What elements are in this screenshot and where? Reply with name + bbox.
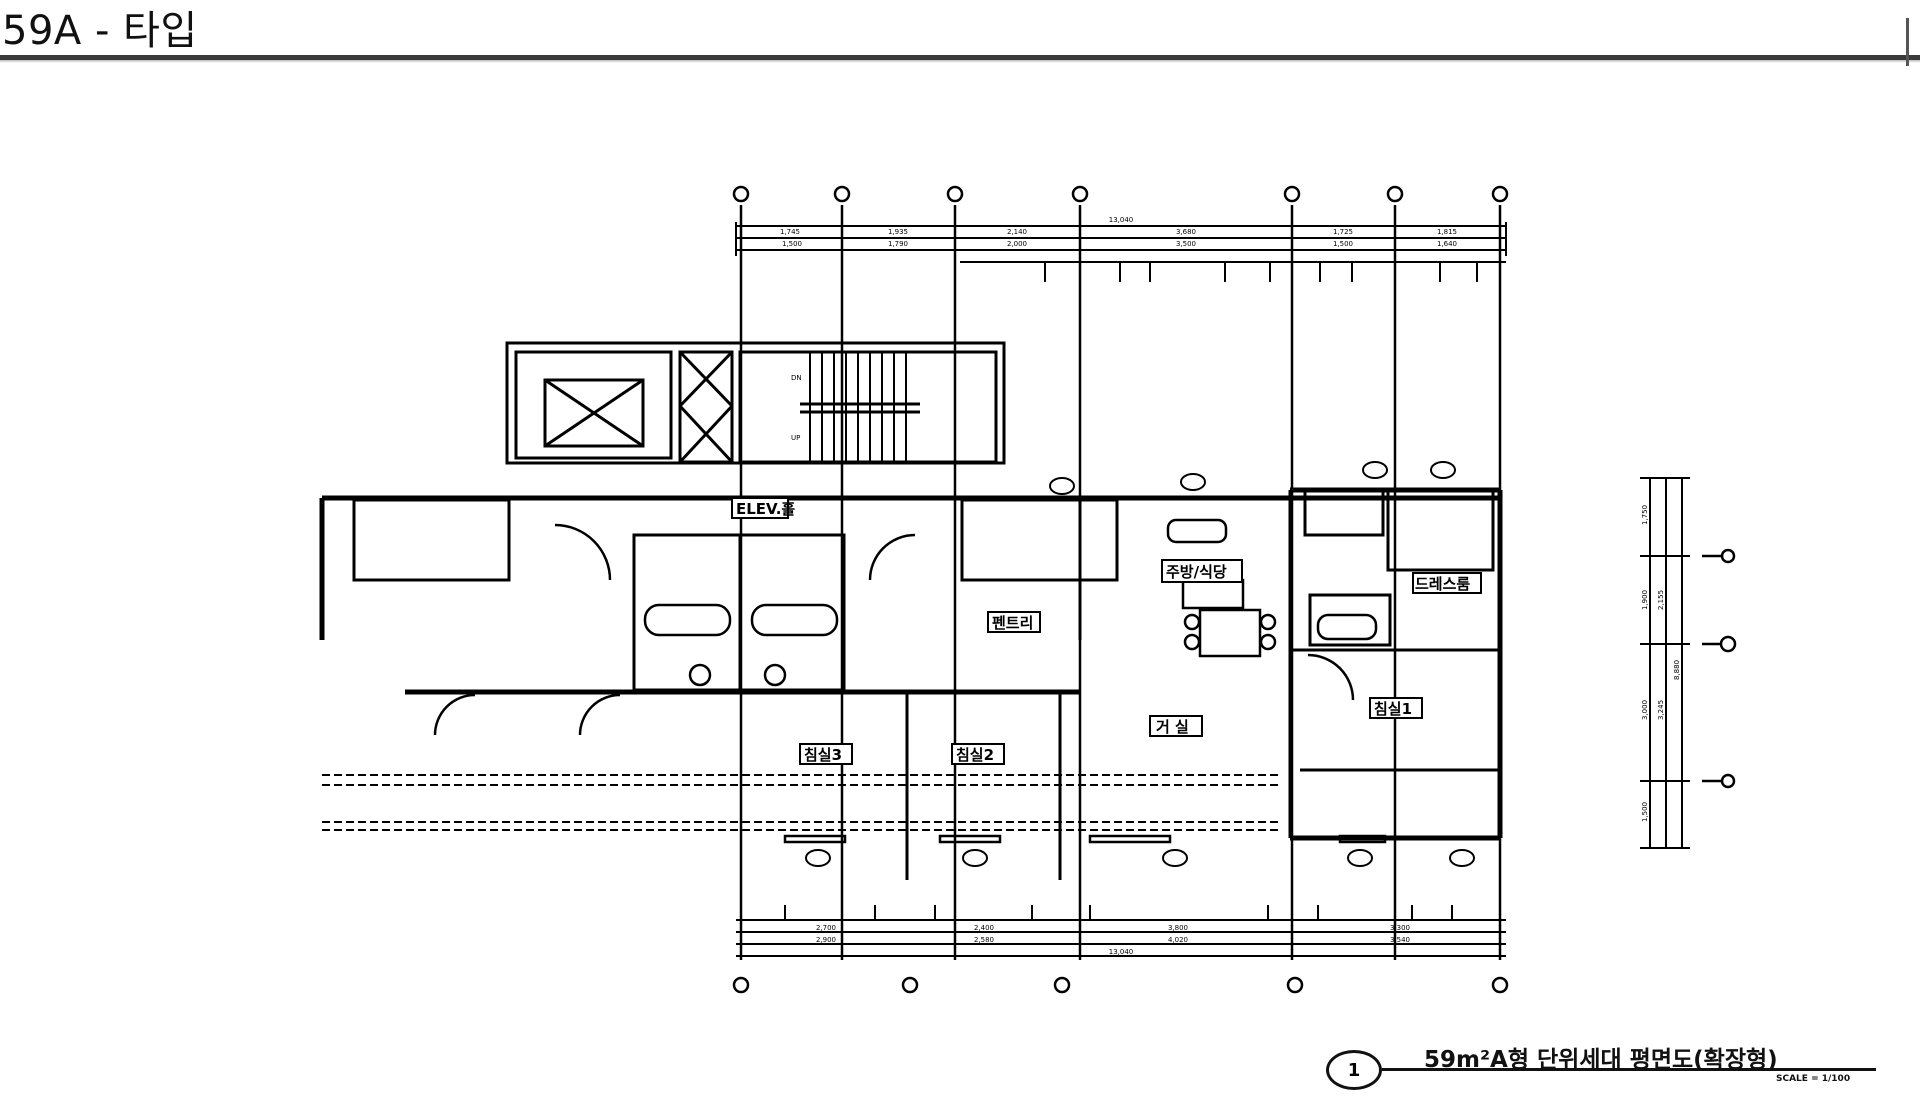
grid-bubbles-right <box>1702 548 1737 789</box>
room-bedroom1: 침실1 <box>1374 700 1412 718</box>
grid-bubbles-bottom <box>732 976 1509 994</box>
dim-right-b2: 3,245 <box>1657 700 1665 720</box>
right-dimension-texts: 1,750 1,900 3,000 1,500 2,155 3,245 8,88… <box>1641 505 1681 822</box>
dim-top-r1-6: 1,815 <box>1437 228 1457 236</box>
dimension-texts: 13,040 1,745 1,935 2,140 3,680 1,725 1,8… <box>780 216 1457 956</box>
dining-table <box>1183 608 1277 658</box>
room-bedroom2: 침실2 <box>956 746 994 764</box>
grid-bubbles-top <box>732 185 1509 203</box>
dim-right-2: 1,900 <box>1641 590 1649 610</box>
top-dimension-lines <box>735 222 1507 263</box>
dim-bot-r2-3: 4,020 <box>1168 936 1188 944</box>
dim-top-r1-5: 1,725 <box>1333 228 1353 236</box>
dim-top-r1-2: 1,935 <box>888 228 908 236</box>
core-block <box>505 341 1006 465</box>
stair-up: UP <box>791 434 800 442</box>
dim-top-r1-4: 3,680 <box>1176 228 1196 236</box>
dim-bot-r1-3: 3,800 <box>1168 924 1188 932</box>
right-dimension-lines <box>1640 477 1690 849</box>
dim-bot-r2-4: 3,540 <box>1390 936 1410 944</box>
dim-top-r2-5: 1,500 <box>1333 240 1353 248</box>
dim-bot-total: 13,040 <box>1109 948 1134 956</box>
room-kitchen: 주방/식당 <box>1166 563 1227 581</box>
bottom-dimension-ticks <box>784 905 1453 920</box>
bottom-dimension-lines <box>736 919 1506 957</box>
stair-labels: DN UP <box>791 374 802 442</box>
drawing-scale: SCALE = 1/100 <box>1776 1074 1851 1084</box>
dim-top-r2-4: 3,500 <box>1176 240 1196 248</box>
dim-bot-r1-1: 2,700 <box>816 924 836 932</box>
room-bedroom3: 침실3 <box>804 746 842 764</box>
edge-marker <box>1906 18 1909 66</box>
dim-top-total: 13,040 <box>1109 216 1134 224</box>
dim-bot-r1-2: 2,400 <box>974 924 994 932</box>
room-elev-hall: ELEV.홀 <box>736 500 795 518</box>
light-fixtures <box>805 461 1475 867</box>
drawing-caption-title: 59m²A형 단위세대 평면도(확장형) <box>1424 1047 1778 1073</box>
dim-right-total: 8,880 <box>1673 660 1681 680</box>
room-living: 거 실 <box>1156 718 1189 736</box>
room-labels: ELEV.홀 주방/식당 거 실 침실1 침실2 침실3 펜트리 드레스룸 <box>731 497 1482 765</box>
room-pantry: 펜트리 <box>992 614 1033 632</box>
dim-top-r1-3: 2,140 <box>1007 228 1027 236</box>
dim-bot-r1-4: 3,300 <box>1390 924 1410 932</box>
door-swings <box>433 523 1355 736</box>
dim-bot-r2-1: 2,900 <box>816 936 836 944</box>
interior-walls <box>352 488 1500 880</box>
dim-top-r2-3: 2,000 <box>1007 240 1027 248</box>
dim-right-1: 1,750 <box>1641 505 1649 525</box>
drawing-number: 1 <box>1347 1059 1361 1081</box>
dim-top-r2-6: 1,640 <box>1437 240 1457 248</box>
dim-top-r1-1: 1,745 <box>780 228 800 236</box>
stair-treads <box>809 352 907 462</box>
title-divider <box>0 55 1920 60</box>
room-dressroom: 드레스룸 <box>1415 575 1470 593</box>
grid-axes <box>739 205 1502 960</box>
page-title: 59A - 타입 <box>2 8 198 54</box>
balcony-lines <box>322 774 1280 831</box>
top-dimension-ticks <box>1044 262 1478 282</box>
dim-bot-r2-2: 2,580 <box>974 936 994 944</box>
title-divider-shadow <box>0 60 1920 63</box>
caption-underline <box>1382 1068 1876 1071</box>
dim-right-b1: 2,155 <box>1657 590 1665 610</box>
windows-bottom <box>783 834 1387 844</box>
bathroom-fixtures <box>643 518 1378 687</box>
stair-dn: DN <box>791 374 802 382</box>
dim-top-r2-1: 1,500 <box>782 240 802 248</box>
dim-right-3: 3,000 <box>1641 700 1649 720</box>
dim-right-4: 1,500 <box>1641 802 1649 822</box>
dim-top-r2-2: 1,790 <box>888 240 908 248</box>
drawing-number-badge: 1 <box>1326 1050 1382 1090</box>
